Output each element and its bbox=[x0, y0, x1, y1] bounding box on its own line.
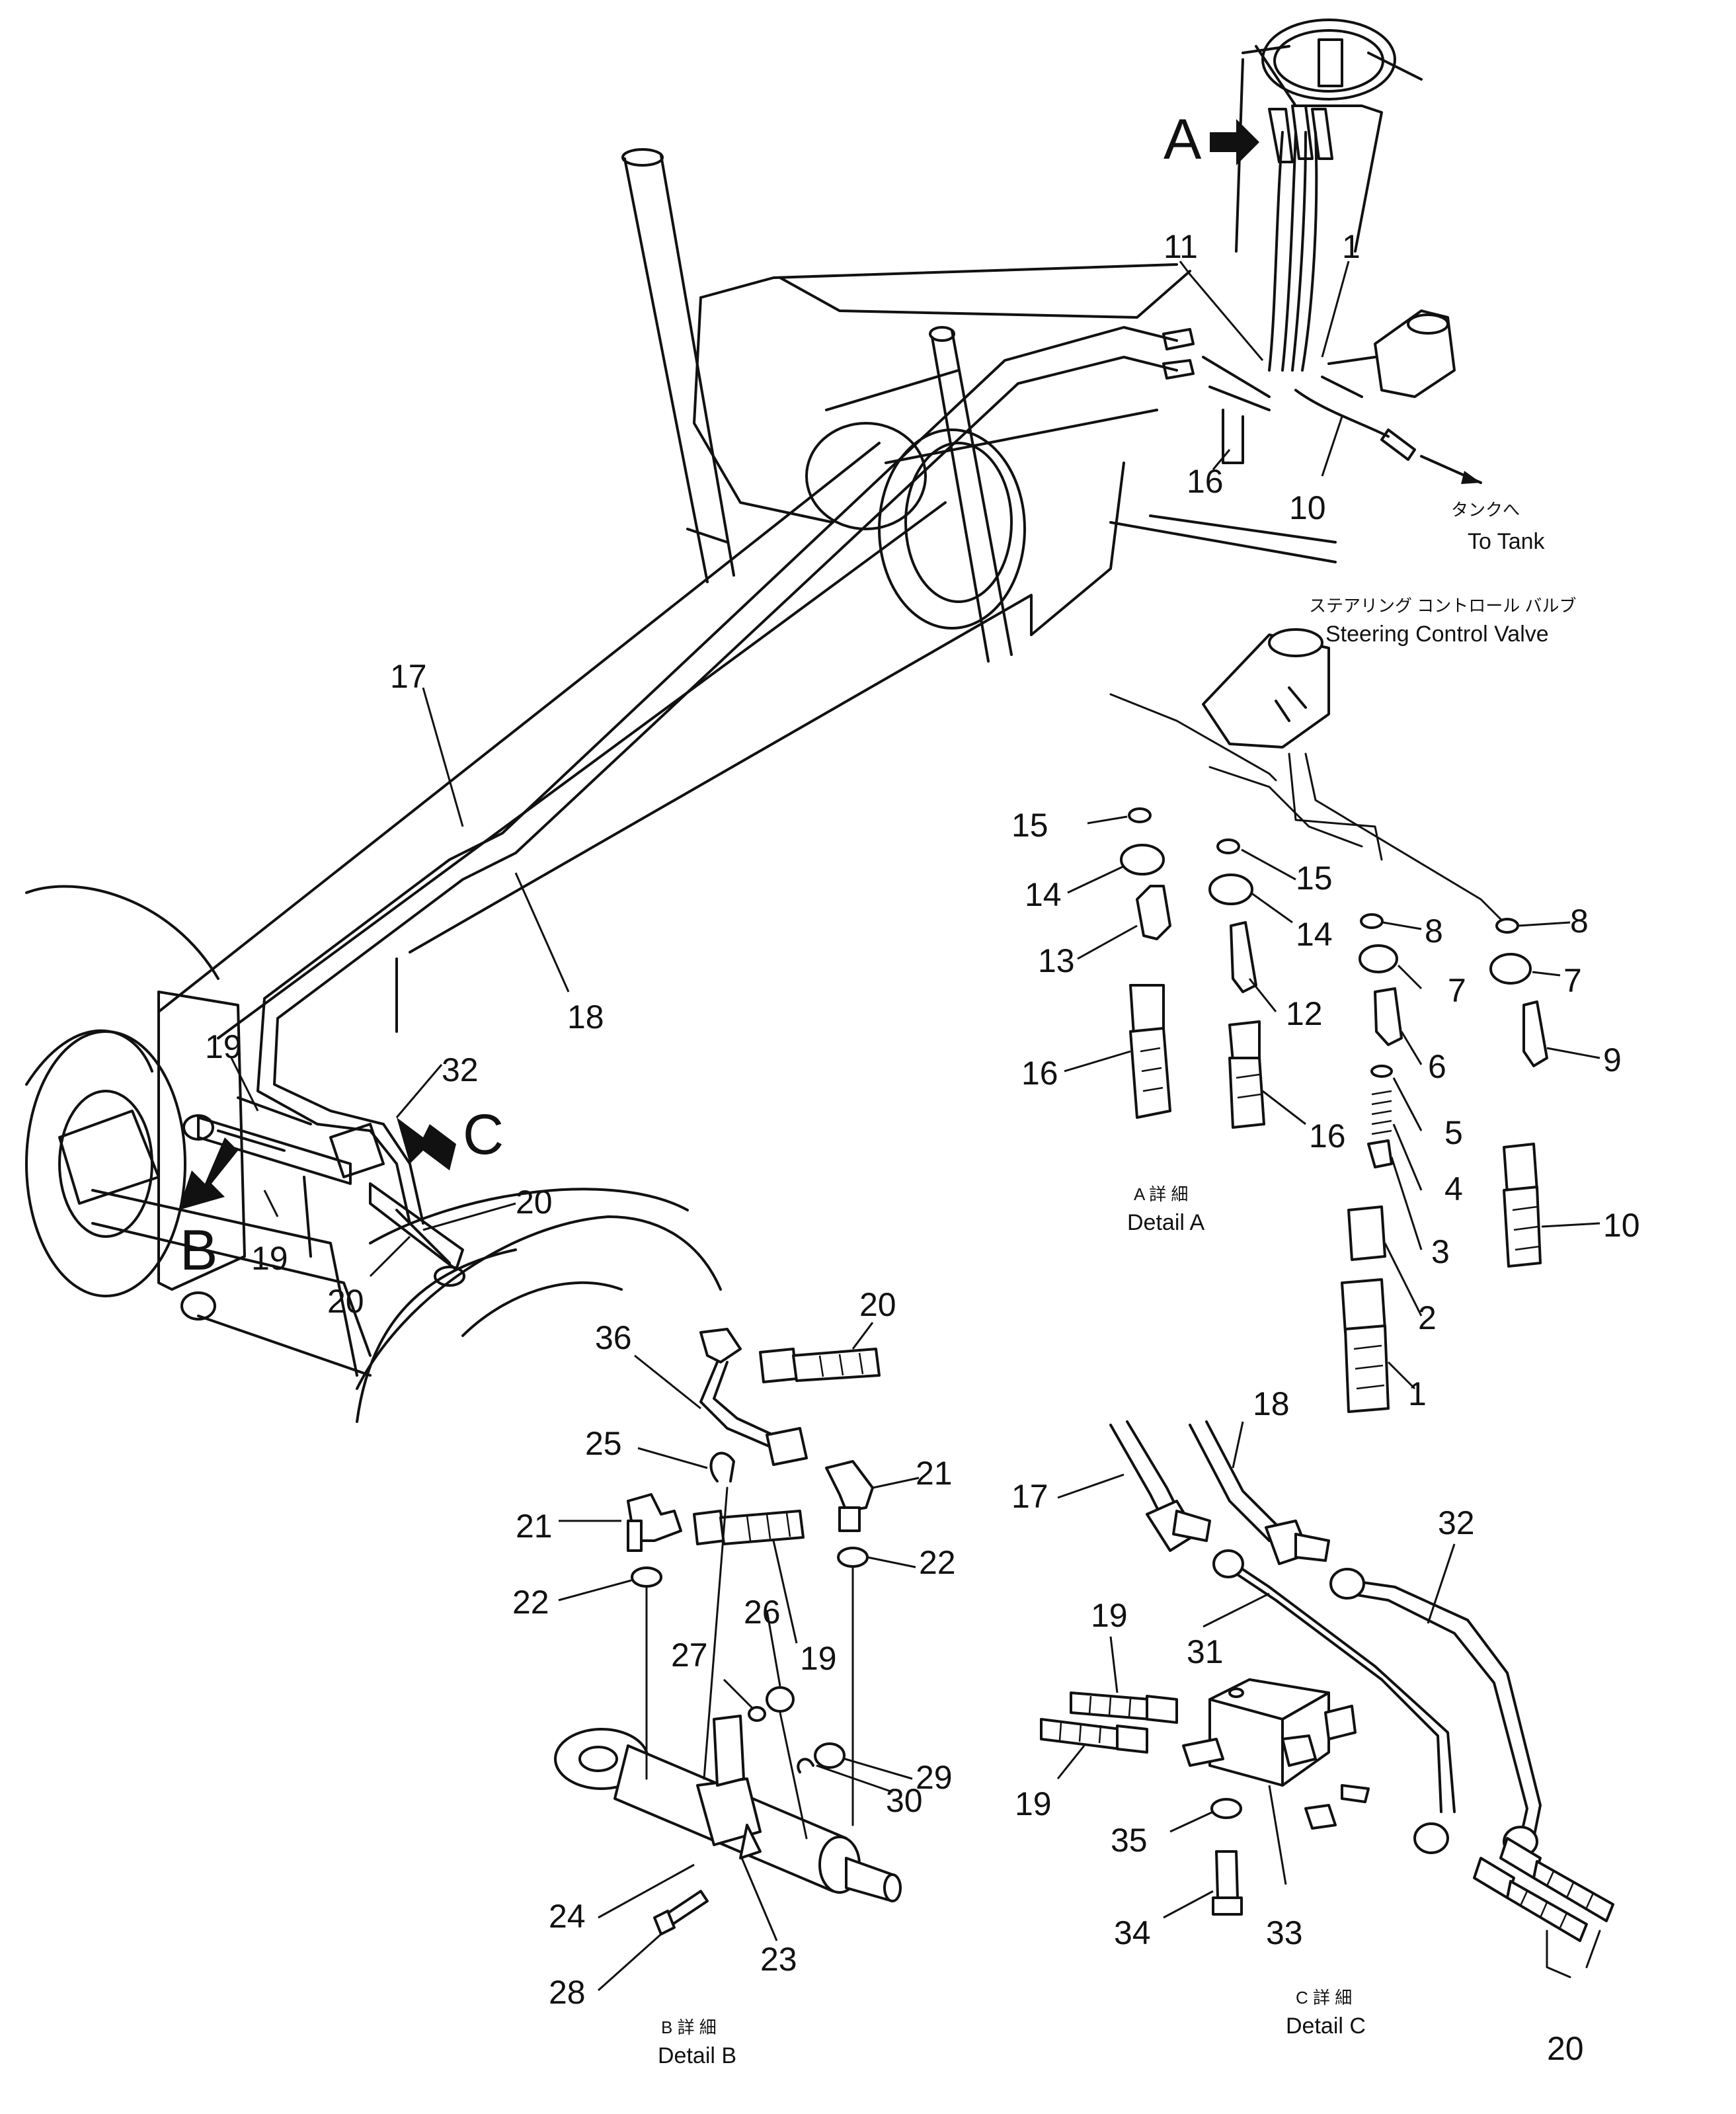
callout-b-22b: 22 bbox=[512, 1584, 549, 1621]
callout-c-34: 34 bbox=[1114, 1914, 1151, 1951]
callout-a-13: 13 bbox=[1038, 942, 1075, 979]
callout-main-18: 18 bbox=[567, 998, 604, 1036]
detail-a-jp: A 詳 細 bbox=[1134, 1184, 1188, 1204]
front-axle bbox=[25, 885, 722, 1423]
arrow-c-icon bbox=[397, 1118, 456, 1170]
to-tank-en: To Tank bbox=[1468, 529, 1546, 554]
detail-c-block bbox=[1208, 1678, 1357, 1787]
callout-b-23: 23 bbox=[760, 1941, 797, 1978]
callout-main-1: 1 bbox=[1342, 228, 1361, 265]
arrow-a-icon bbox=[1210, 119, 1259, 165]
callout-a-6: 6 bbox=[1428, 1048, 1446, 1085]
callout-a-2: 2 bbox=[1418, 1299, 1437, 1336]
view-label-c: C bbox=[463, 1103, 504, 1166]
steering-control-valve-main bbox=[1321, 309, 1456, 398]
callout-c-33: 33 bbox=[1266, 1914, 1303, 1951]
callout-a-8b: 8 bbox=[1570, 903, 1589, 940]
detail-a: ステアリング コントロール バルブ Steering Control Valve bbox=[1011, 596, 1640, 1413]
steering-wheel bbox=[1235, 19, 1423, 253]
callout-b-29: 29 bbox=[916, 1759, 953, 1796]
detail-a-valve bbox=[1202, 628, 1330, 749]
steering-hoses bbox=[1268, 104, 1333, 372]
steering-valve-jp: ステアリング コントロール バルブ bbox=[1309, 596, 1576, 616]
callout-b-36: 36 bbox=[595, 1319, 632, 1356]
arrow-b-icon bbox=[178, 1137, 238, 1210]
callout-b-25: 25 bbox=[585, 1425, 622, 1462]
callout-b-26: 26 bbox=[744, 1594, 781, 1631]
detail-b-cylinder bbox=[554, 1715, 902, 1902]
callout-a-15b: 15 bbox=[1296, 860, 1333, 897]
view-label-b: B bbox=[180, 1219, 217, 1282]
callout-c-19b: 19 bbox=[1015, 1785, 1052, 1822]
detail-b-en: Detail B bbox=[658, 2043, 736, 2068]
callout-b-30: 30 bbox=[886, 1782, 923, 1819]
callout-a-5: 5 bbox=[1444, 1114, 1463, 1151]
callout-main-19b: 19 bbox=[251, 1240, 288, 1277]
callout-b-21a: 21 bbox=[916, 1455, 953, 1492]
view-label-a: A bbox=[1164, 108, 1202, 171]
callout-main-20b: 20 bbox=[327, 1283, 364, 1320]
callout-a-3: 3 bbox=[1431, 1233, 1450, 1270]
callout-a-1: 1 bbox=[1408, 1375, 1427, 1412]
detail-b-jp: B 詳 細 bbox=[661, 2017, 717, 2037]
callout-b-20: 20 bbox=[859, 1286, 896, 1323]
callout-b-22a: 22 bbox=[919, 1544, 956, 1581]
callout-c-32: 32 bbox=[1438, 1504, 1475, 1541]
callout-c-31: 31 bbox=[1187, 1633, 1224, 1670]
callout-c-19a: 19 bbox=[1091, 1597, 1128, 1634]
callout-a-14b: 14 bbox=[1296, 916, 1333, 953]
callout-c-17: 17 bbox=[1011, 1478, 1048, 1515]
callout-a-10: 10 bbox=[1603, 1207, 1640, 1244]
callout-main-16: 16 bbox=[1187, 463, 1224, 500]
vertical-posts bbox=[621, 148, 1013, 663]
callout-a-8a: 8 bbox=[1425, 913, 1443, 950]
callout-main-17: 17 bbox=[390, 658, 427, 695]
callout-main-11: 11 bbox=[1164, 228, 1198, 265]
callout-b-19: 19 bbox=[800, 1640, 837, 1677]
to-tank-jp: タンクへ bbox=[1451, 500, 1520, 520]
hydraulic-lines-17-18 bbox=[256, 326, 1271, 1225]
view-arrows bbox=[178, 119, 1259, 1210]
main-assembly: A B C 11 1 16 10 17 18 32 19 19 20 20 タン… bbox=[25, 19, 1546, 1423]
callout-main-20a: 20 bbox=[516, 1184, 553, 1221]
callout-c-35: 35 bbox=[1111, 1822, 1148, 1859]
callout-a-7a: 7 bbox=[1448, 972, 1466, 1009]
tank-return-line bbox=[1294, 389, 1482, 484]
callout-a-9: 9 bbox=[1603, 1041, 1622, 1078]
detail-b: 20 36 25 21 21 22 22 19 26 27 29 30 24 2… bbox=[512, 1286, 956, 2068]
callout-main-32: 32 bbox=[442, 1051, 479, 1088]
callout-b-21b: 21 bbox=[516, 1508, 553, 1545]
steering-valve-en: Steering Control Valve bbox=[1325, 622, 1549, 647]
detail-c: 18 17 32 31 19 19 35 34 33 20 C 詳 細 Deta… bbox=[1011, 1385, 1614, 2067]
callout-main-10: 10 bbox=[1289, 489, 1326, 526]
callout-a-15a: 15 bbox=[1011, 807, 1048, 844]
detail-a-en: Detail A bbox=[1127, 1210, 1204, 1235]
callout-a-16a: 16 bbox=[1021, 1055, 1058, 1092]
callout-b-24: 24 bbox=[549, 1898, 586, 1935]
callout-a-4: 4 bbox=[1444, 1170, 1463, 1207]
callout-a-14a: 14 bbox=[1025, 876, 1062, 913]
callout-c-18: 18 bbox=[1253, 1385, 1290, 1422]
callout-c-20: 20 bbox=[1547, 2030, 1584, 2067]
callout-a-12: 12 bbox=[1286, 995, 1323, 1032]
detail-c-en: Detail C bbox=[1286, 2013, 1366, 2039]
callout-a-7b: 7 bbox=[1563, 962, 1582, 999]
callout-a-16b: 16 bbox=[1309, 1118, 1346, 1155]
callout-b-27: 27 bbox=[671, 1637, 708, 1674]
callout-b-28: 28 bbox=[549, 1974, 586, 2011]
detail-c-jp: C 詳 細 bbox=[1296, 1988, 1352, 2008]
callout-main-19a: 19 bbox=[205, 1028, 242, 1065]
